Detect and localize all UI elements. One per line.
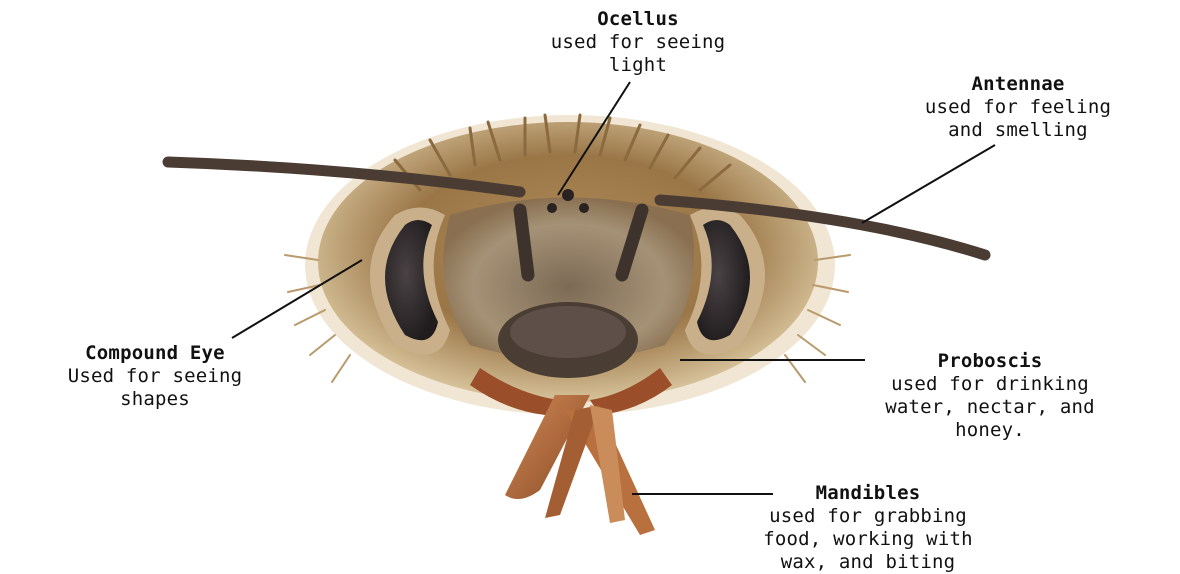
mandibles-description: used for grabbing food, working with wax…: [698, 505, 1038, 574]
antennae-title: Antennae: [858, 73, 1178, 96]
antennae-description: used for feeling and smelling: [858, 96, 1178, 142]
antennae-label: Antennae used for feeling and smelling: [858, 73, 1178, 142]
bee-head-illustration: [168, 115, 985, 535]
compound-eye-label: Compound Eye Used for seeing shapes: [0, 342, 310, 411]
proboscis-label: Proboscis used for drinking water, necta…: [815, 350, 1165, 442]
ocellus-label: Ocellus used for seeing light: [488, 8, 788, 77]
antennae-leader-line: [862, 145, 995, 223]
compound-eye-title: Compound Eye: [0, 342, 310, 365]
ocellus-title: Ocellus: [488, 8, 788, 31]
proboscis: [505, 395, 655, 535]
compound-eye-description: Used for seeing shapes: [0, 365, 310, 411]
mandibles-label: Mandibles used for grabbing food, workin…: [698, 482, 1038, 574]
ocellus-description: used for seeing light: [488, 31, 788, 77]
proboscis-title: Proboscis: [815, 350, 1165, 373]
mandibles-title: Mandibles: [698, 482, 1038, 505]
proboscis-description: used for drinking water, nectar, and hon…: [815, 373, 1165, 442]
